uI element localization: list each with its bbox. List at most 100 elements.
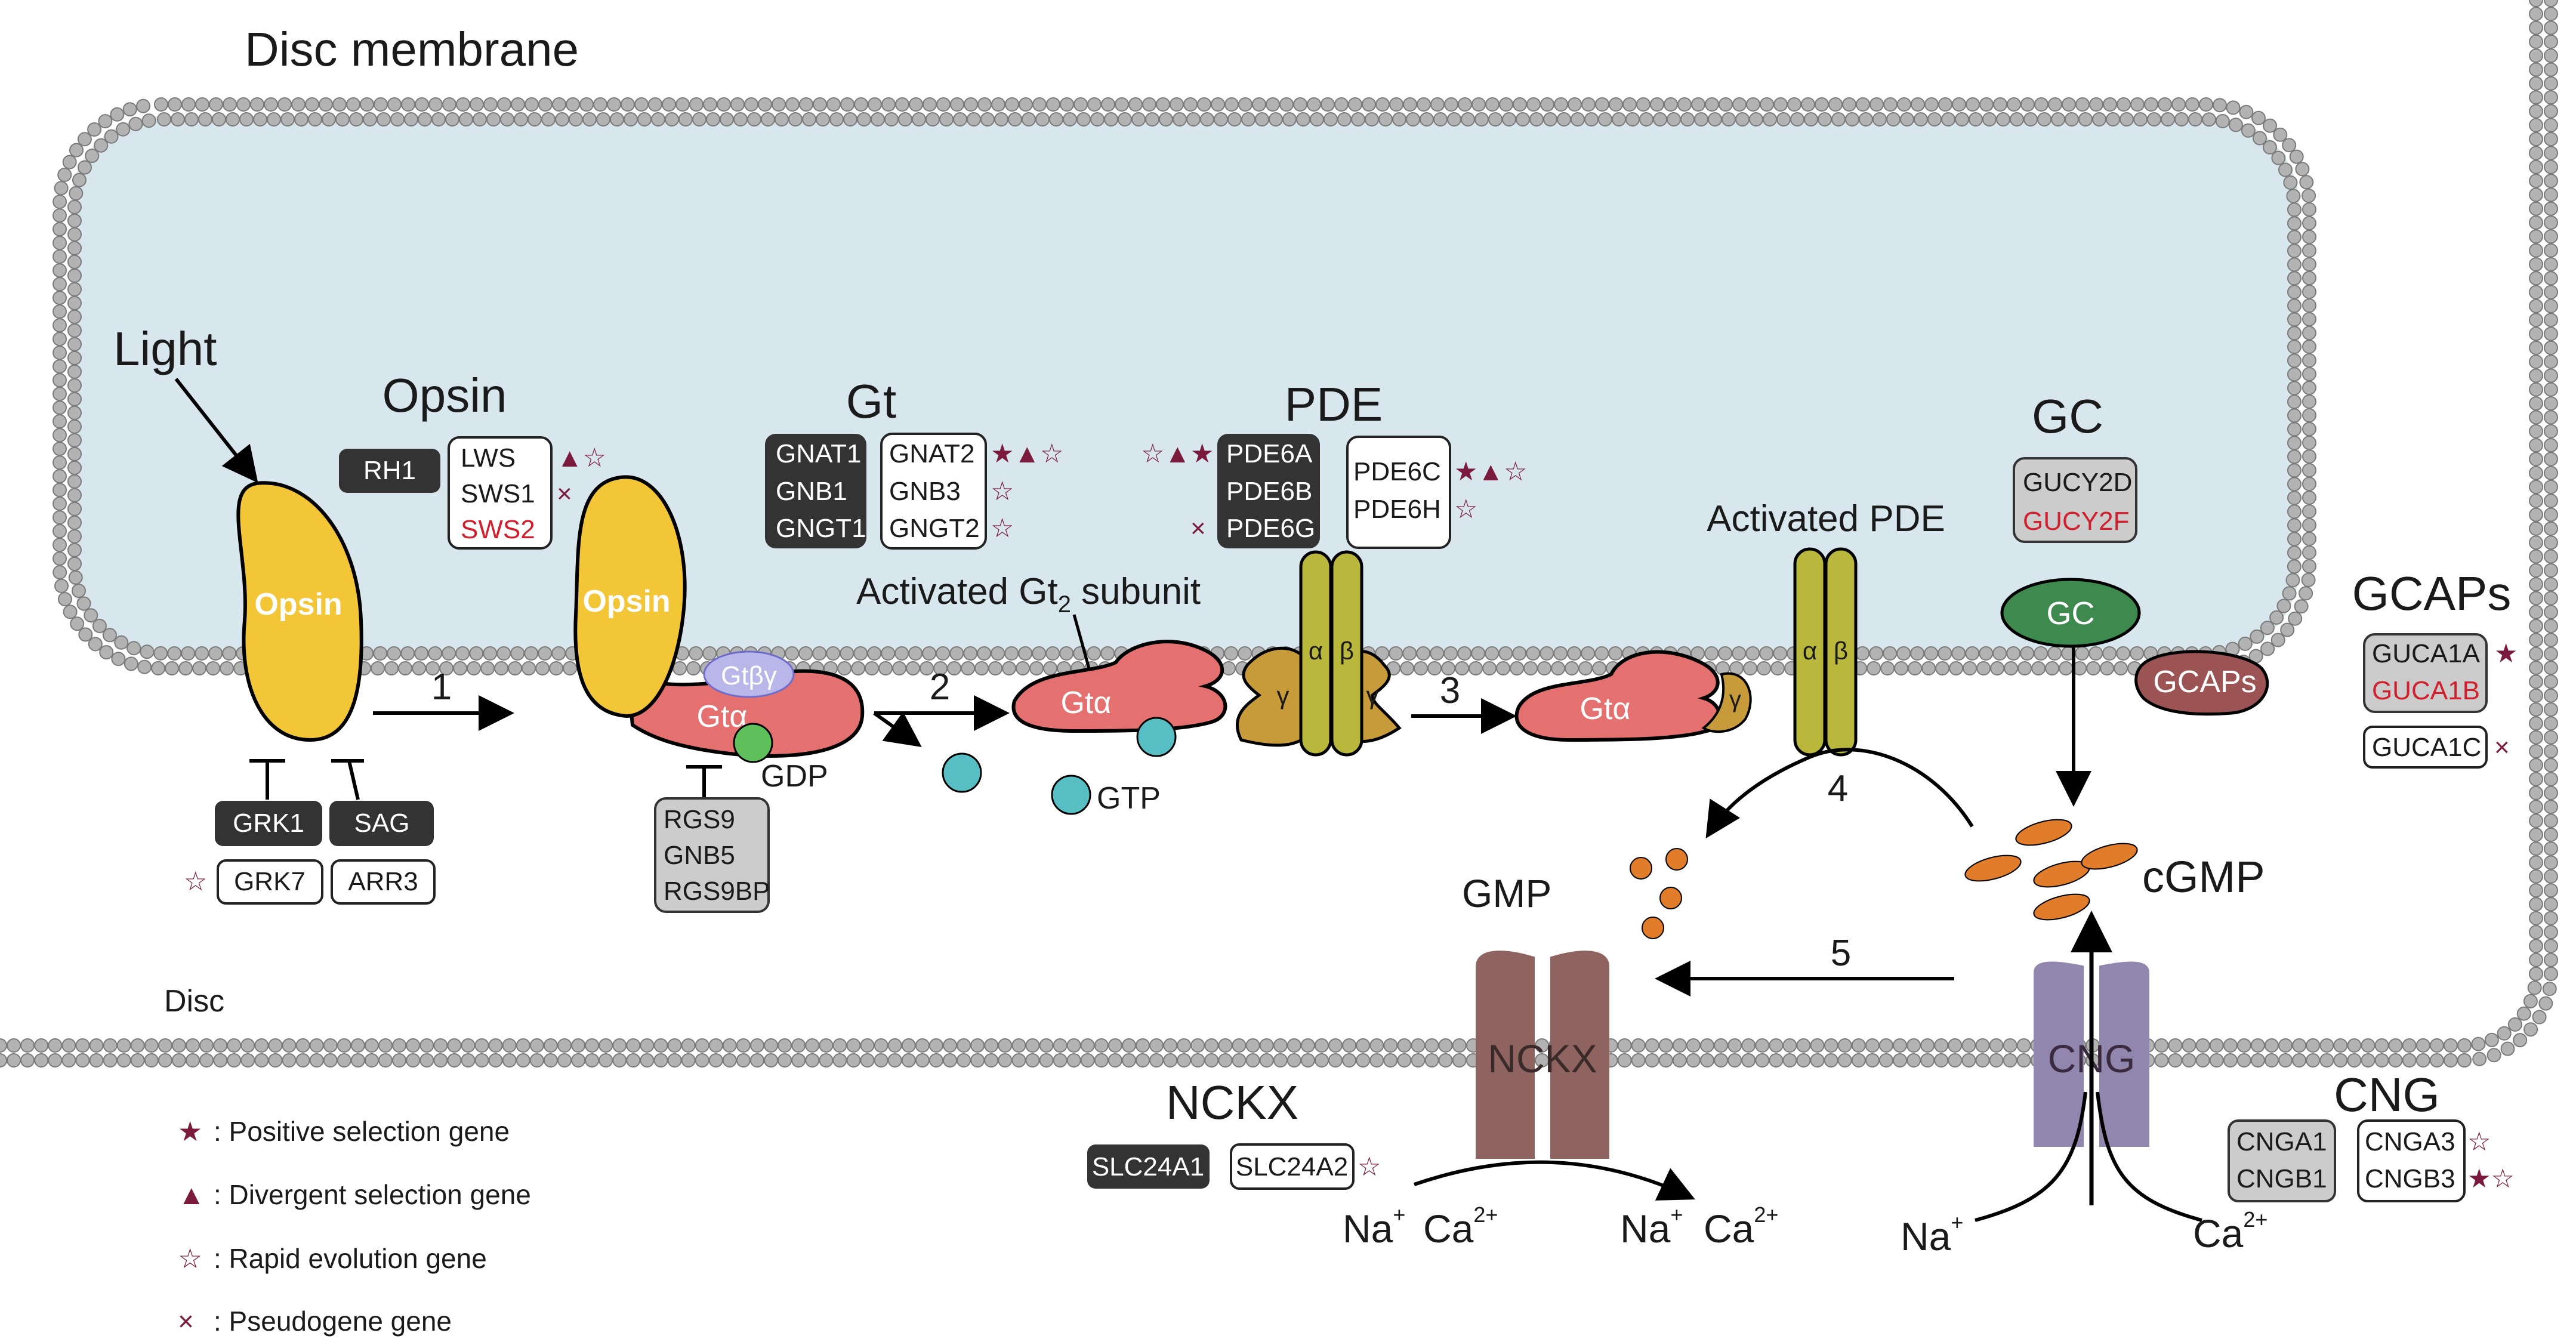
- membrane-bead: [2529, 340, 2543, 355]
- membrane-bead: [483, 646, 498, 661]
- membrane-bead: [1307, 97, 1321, 112]
- membrane-bead: [2429, 1053, 2444, 1068]
- membrane-bead: [1704, 646, 1719, 661]
- membrane-bead: [2075, 646, 2090, 661]
- membrane-bead: [967, 112, 981, 127]
- membrane-bead: [2287, 436, 2302, 451]
- membrane-bead: [2529, 424, 2543, 439]
- membrane-bead: [2302, 312, 2316, 326]
- membrane-bead: [226, 112, 240, 127]
- membrane-bead: [75, 1053, 90, 1068]
- membrane-bead: [1540, 97, 1554, 112]
- membrane-bead: [1741, 1053, 1756, 1068]
- membrane-bead: [1938, 646, 1952, 661]
- gdp-label: GDP: [761, 759, 828, 794]
- membrane-bead: [2078, 112, 2093, 127]
- membrane-bead: [2016, 1053, 2031, 1068]
- membrane-bead: [1948, 1053, 1963, 1068]
- gc-shape-label: GC: [2047, 596, 2095, 631]
- membrane-bead: [2529, 326, 2543, 341]
- membrane-bead: [67, 529, 82, 544]
- membrane-bead: [1273, 1038, 1288, 1053]
- membrane-bead: [2529, 285, 2543, 300]
- membrane-bead: [1845, 112, 1859, 127]
- membrane-bead: [1159, 112, 1173, 127]
- membrane-bead: [195, 646, 209, 661]
- membrane-bead: [2250, 629, 2265, 644]
- membrane-bead: [2529, 855, 2543, 870]
- membrane-bead: [67, 542, 82, 557]
- membrane-bead: [387, 97, 402, 112]
- cng-right-subunit: [2099, 961, 2149, 1147]
- membrane-bead: [2130, 97, 2145, 112]
- cng-left-subunit: [2034, 961, 2084, 1147]
- membrane-bead: [1911, 97, 1925, 112]
- membrane-bead: [1337, 112, 1352, 127]
- membrane-bead: [104, 129, 119, 144]
- membrane-bead: [1035, 112, 1050, 127]
- membrane-bead: [708, 1038, 723, 1053]
- membrane-bead: [791, 1053, 806, 1068]
- membrane-bead: [165, 661, 180, 675]
- membrane-bead: [2045, 661, 2060, 675]
- membrane-bead: [2529, 633, 2543, 647]
- gene-box-gc: [2013, 457, 2137, 543]
- membrane-bead: [634, 97, 649, 112]
- membrane-bead: [2278, 1038, 2293, 1053]
- membrane-bead: [67, 350, 82, 365]
- membrane-bead: [529, 1038, 544, 1053]
- membrane-bead: [2185, 97, 2199, 112]
- gene-box-grk1: [215, 801, 322, 846]
- gene-guca1b: GUCA1B: [2372, 676, 2480, 705]
- membrane-bead: [2209, 1053, 2224, 1068]
- membrane-bead: [1714, 1053, 1729, 1068]
- cgmp-molecule: [2081, 843, 2138, 870]
- membrane-bead: [94, 138, 109, 153]
- membrane-bead: [53, 249, 67, 264]
- gene-grk1: GRK1: [233, 809, 304, 838]
- membrane-bead: [961, 661, 976, 675]
- nckx-title: NCKX: [1166, 1076, 1298, 1129]
- membrane-bead: [63, 604, 78, 619]
- membrane-bead: [1667, 112, 1681, 127]
- membrane-bead: [199, 1038, 214, 1053]
- membrane-bead: [392, 1038, 407, 1053]
- membrane-bead: [2333, 1053, 2348, 1068]
- gt-alpha-label-3: Gtα: [1580, 692, 1631, 726]
- membrane-bead: [813, 97, 827, 112]
- membrane-bead: [2529, 104, 2543, 119]
- membrane-bead: [1732, 646, 1747, 661]
- membrane-bead: [1842, 97, 1856, 112]
- membrane-bead: [2529, 730, 2543, 745]
- step-4-arrow: [1705, 748, 1974, 839]
- membrane-bead: [1356, 1053, 1371, 1068]
- membrane-bead: [1694, 112, 1708, 127]
- membrane-bead: [76, 596, 91, 611]
- membrane-bead: [1757, 661, 1772, 675]
- membrane-bead: [2457, 1038, 2472, 1053]
- membrane-bead: [516, 1038, 530, 1053]
- gene-guca1a: GUCA1A: [2372, 639, 2481, 668]
- membrane-bead: [2086, 661, 2101, 675]
- membrane-bead: [998, 1038, 1013, 1053]
- membrane-bead: [213, 1038, 228, 1053]
- membrane-bead: [53, 496, 67, 511]
- membrane-bead: [34, 1038, 49, 1053]
- membrane-bead: [689, 646, 704, 661]
- gcaps-title: GCAPs: [2352, 567, 2512, 620]
- membrane-bead: [1282, 112, 1297, 127]
- membrane-bead: [1672, 1038, 1687, 1053]
- membrane-bead: [2529, 132, 2543, 147]
- membrane-bead: [268, 1053, 283, 1068]
- membrane-bead: [895, 97, 909, 112]
- membrane-bead: [365, 1038, 379, 1053]
- membrane-bead: [1639, 112, 1653, 127]
- plasma-membrane-inner-v: [2544, 0, 2558, 981]
- gene-box-slc24a1: [1087, 1144, 1210, 1189]
- membrane-bead: [936, 646, 951, 661]
- membrane-bead: [2302, 202, 2316, 217]
- membrane-bead: [2544, 48, 2558, 63]
- membrane-bead: [2529, 563, 2543, 578]
- membrane-bead: [2523, 1022, 2538, 1037]
- membrane-bead: [67, 213, 82, 228]
